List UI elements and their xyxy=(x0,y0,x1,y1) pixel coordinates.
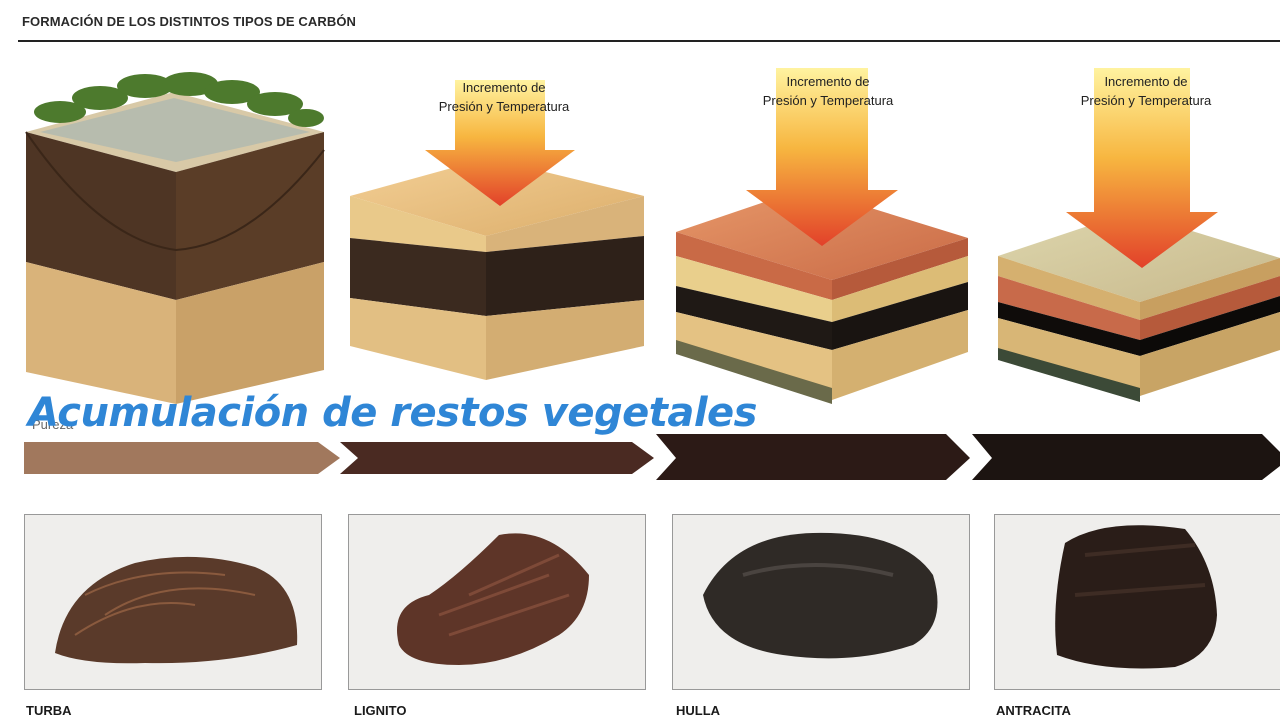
pressure-arrow-3 xyxy=(1066,68,1218,268)
pressure-label-1: Incremento de Presión y Temperatura xyxy=(404,78,604,116)
peat-block xyxy=(25,72,325,404)
purity-arrows xyxy=(24,434,1280,480)
antracita-photo xyxy=(994,514,1280,690)
turba-photo xyxy=(24,514,322,690)
lignite-block xyxy=(350,158,644,380)
pressure-label-2: Incremento de Presión y Temperatura xyxy=(728,72,928,110)
sample-label-turba: TURBA xyxy=(26,703,72,718)
pressure-label-line1: Incremento de xyxy=(1104,74,1188,89)
purity-label: Pureza xyxy=(32,417,74,432)
sample-label-antracita: ANTRACITA xyxy=(996,703,1071,718)
pressure-arrow-1 xyxy=(425,80,575,206)
title-divider xyxy=(18,40,1280,42)
pressure-label-3: Incremento de Presión y Temperatura xyxy=(1046,72,1246,110)
lignito-photo xyxy=(348,514,646,690)
pressure-label-line1: Incremento de xyxy=(462,80,546,95)
sample-label-lignito: LIGNITO xyxy=(354,703,407,718)
pressure-label-line1: Incremento de xyxy=(786,74,870,89)
diagram-title: FORMACIÓN DE LOS DISTINTOS TIPOS DE CARB… xyxy=(22,14,357,29)
pressure-label-line2: Presión y Temperatura xyxy=(438,99,570,114)
pressure-arrow-2 xyxy=(746,68,898,246)
coal-formation-illustration xyxy=(24,68,1280,480)
overlay-caption: Acumulación de restos vegetales xyxy=(28,390,758,436)
pressure-label-line2: Presión y Temperatura xyxy=(1080,93,1212,108)
pressure-label-line2: Presión y Temperatura xyxy=(762,93,894,108)
hulla-photo xyxy=(672,514,970,690)
sample-label-hulla: HULLA xyxy=(676,703,721,718)
